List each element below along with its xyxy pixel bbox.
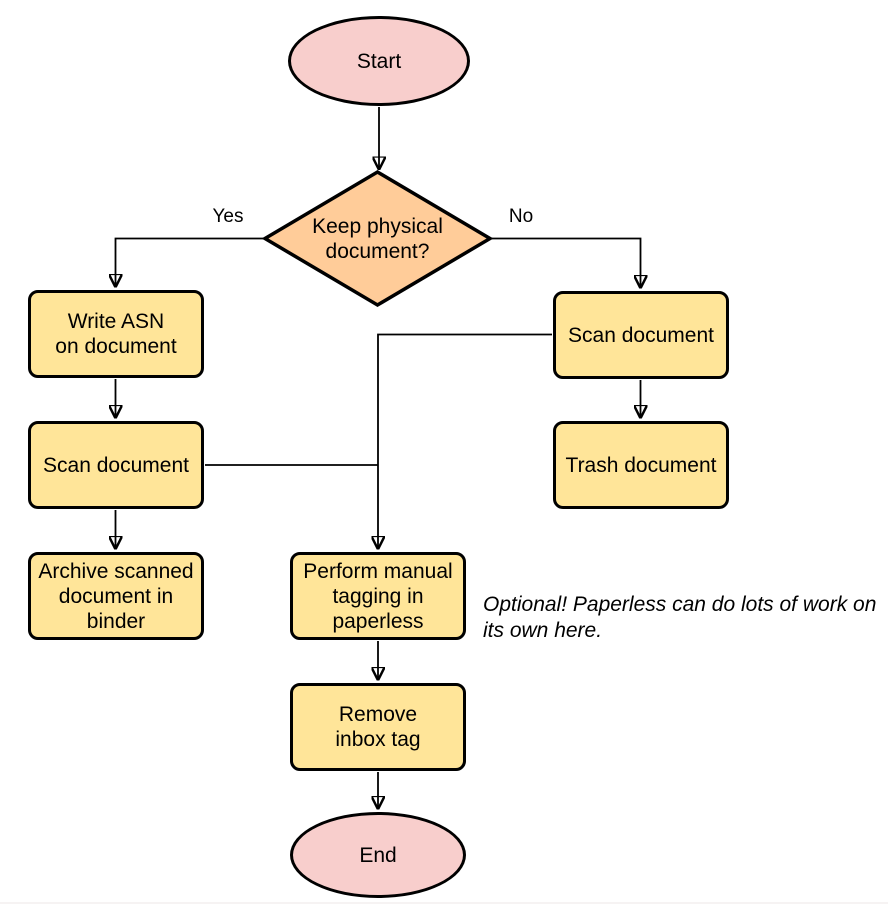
node-end: End	[290, 812, 466, 898]
node-scan-document-right: Scan document	[553, 291, 729, 379]
node-decision: Keep physical document?	[261, 169, 494, 308]
node-tagging: Perform manual tagging in paperless	[290, 552, 466, 640]
edge-label-no: No	[508, 206, 534, 227]
node-trash: Trash document	[553, 421, 729, 509]
node-trash-label: Trash document	[565, 453, 717, 477]
edge-decision-yes-to-write-asn	[116, 237, 265, 287]
edge-decision-no-to-scan-right	[490, 237, 641, 288]
node-tagging-label: Perform manual tagging in paperless	[303, 559, 453, 633]
node-start: Start	[288, 16, 470, 106]
bottom-divider	[0, 902, 888, 904]
node-decision-label: Keep physical document?	[312, 214, 443, 263]
node-archive: Archive scanned document in binder	[28, 552, 204, 640]
node-scan-document-left-label: Scan document	[43, 453, 189, 477]
decision-diamond-shape	[261, 169, 494, 308]
node-write-asn-label: Write ASN on document	[55, 310, 177, 358]
node-write-asn: Write ASN on document	[28, 290, 204, 378]
node-scan-document-right-label: Scan document	[568, 323, 714, 347]
node-remove-inbox-label: Remove inbox tag	[335, 703, 421, 751]
edge-scan-right-to-tagging	[378, 333, 552, 549]
node-archive-label: Archive scanned document in binder	[38, 559, 194, 633]
node-scan-document-left: Scan document	[28, 421, 204, 509]
node-end-label: End	[359, 843, 397, 867]
node-remove-inbox: Remove inbox tag	[290, 683, 466, 771]
node-start-label: Start	[356, 49, 402, 73]
edge-label-yes: Yes	[212, 206, 244, 227]
optional-note: Optional! Paperless can do lots of work …	[483, 593, 877, 642]
